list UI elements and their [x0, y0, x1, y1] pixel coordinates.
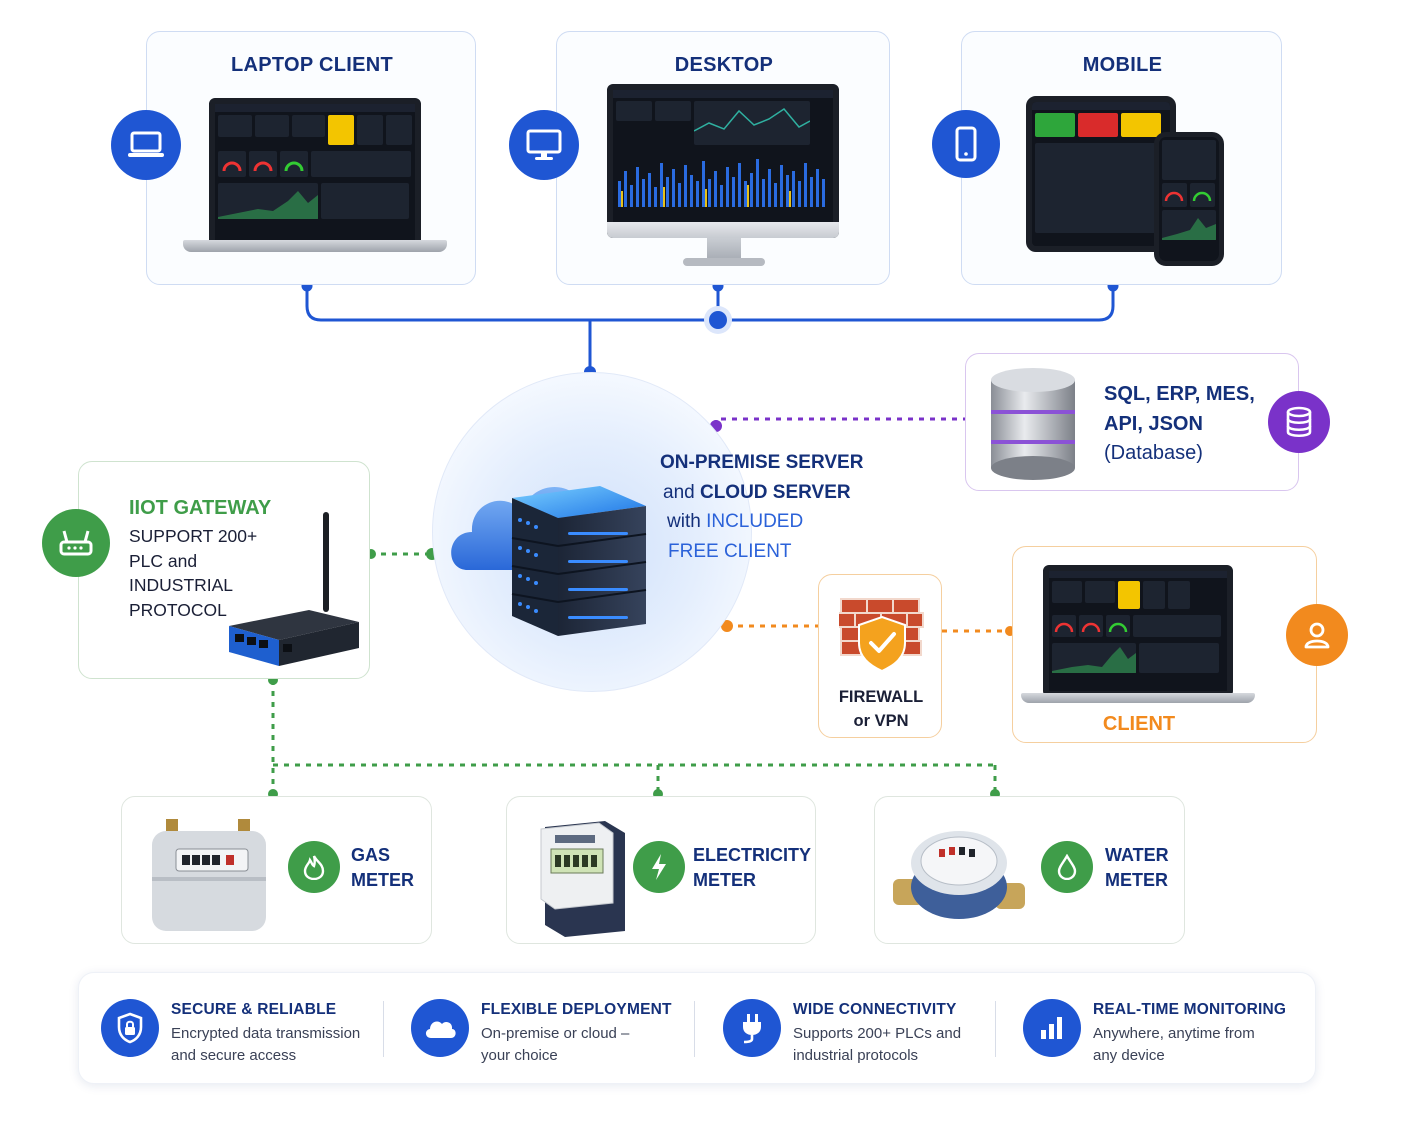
server-line-1: ON-PREMISE SERVER — [660, 452, 864, 473]
gateway-description: SUPPORT 200+ PLC and INDUSTRIAL PROTOCOL — [129, 526, 258, 620]
electricity-meter-card: ELECTRICITY METER — [506, 796, 816, 944]
plug-icon — [723, 999, 781, 1057]
client-link — [727, 624, 1010, 633]
firewall-label: FIREWALL or VPN — [838, 688, 924, 730]
gas-meter-illustration — [152, 819, 266, 931]
client-laptop-base — [1021, 693, 1255, 703]
electricity-meter-illustration — [540, 821, 625, 937]
shield-lock-icon — [101, 999, 159, 1057]
cloud-icon — [411, 999, 469, 1057]
gateway-title: IIOT GATEWAY — [129, 497, 272, 519]
desktop-card: DESKTOP — [556, 31, 890, 285]
mobile-icon — [932, 110, 1000, 178]
mobile-card: MOBILE — [961, 31, 1282, 285]
features-strip: SECURE & RELIABLE Encrypted data transmi… — [78, 972, 1316, 1084]
client-card: CLIENT — [1012, 546, 1317, 743]
mobile-title: MOBILE — [1082, 54, 1163, 76]
server-line-4: FREE CLIENT — [668, 540, 792, 562]
feature-divider — [694, 1001, 695, 1057]
database-cylinder — [991, 368, 1075, 480]
water-drop-icon — [1041, 841, 1093, 893]
water-meter-label: WATER METER — [1105, 845, 1169, 890]
firewall-card: FIREWALL or VPN — [818, 574, 942, 738]
feature-monitoring: REAL-TIME MONITORING Anywhere, anytime f… — [1023, 973, 1313, 1085]
water-meter-card: WATER METER — [874, 796, 1185, 944]
gateway-card: IIOT GATEWAY SUPPORT 200+ PLC and INDUST… — [78, 461, 370, 679]
user-icon — [1286, 604, 1348, 666]
feature-connectivity: WIDE CONNECTIVITY Supports 200+ PLCs and… — [723, 973, 1013, 1085]
cloud-server-illustration — [451, 486, 647, 636]
database-link — [714, 417, 966, 425]
firewall-illustration — [839, 598, 924, 673]
laptop-base — [183, 240, 447, 252]
desktop-foot — [683, 258, 765, 266]
client-label: CLIENT — [1102, 713, 1176, 735]
client-laptop-screen — [1043, 565, 1233, 697]
flame-icon — [288, 841, 340, 893]
lightning-icon — [633, 841, 685, 893]
gateway-router-illustration — [229, 512, 359, 666]
feature-secure: SECURE & RELIABLE Encrypted data transmi… — [101, 973, 391, 1085]
feature-divider — [383, 1001, 384, 1057]
bus-hub — [709, 311, 727, 329]
gas-meter-label: GAS METER — [351, 845, 414, 890]
desktop-stand — [707, 238, 741, 260]
tablet-screen — [1026, 96, 1176, 252]
database-card: SQL, ERP, MES, API, JSON (Database) — [965, 353, 1299, 491]
desktop-title: DESKTOP — [674, 54, 774, 76]
laptop-icon — [111, 110, 181, 180]
feature-flexible: FLEXIBLE DEPLOYMENT On-premise or cloud … — [411, 973, 701, 1085]
laptop-client-card: LAPTOP CLIENT — [146, 31, 476, 285]
phone-screen — [1154, 132, 1224, 266]
router-icon — [42, 509, 110, 577]
gas-meter-card: GAS METER — [121, 796, 432, 944]
feature-divider — [995, 1001, 996, 1057]
desktop-chin — [607, 222, 839, 238]
server-description: ON-PREMISE SERVER and CLOUD SERVER with … — [660, 448, 890, 566]
water-meter-illustration — [893, 831, 1025, 919]
laptop-client-title: LAPTOP CLIENT — [230, 54, 394, 76]
database-text: SQL, ERP, MES, API, JSON (Database) — [1104, 383, 1255, 464]
desktop-screen — [607, 84, 839, 238]
electricity-meter-label: ELECTRICITY METER — [693, 845, 812, 890]
bar-chart-icon — [1023, 999, 1081, 1057]
laptop-screen — [209, 98, 421, 252]
database-icon — [1268, 391, 1330, 453]
desktop-icon — [509, 110, 579, 180]
